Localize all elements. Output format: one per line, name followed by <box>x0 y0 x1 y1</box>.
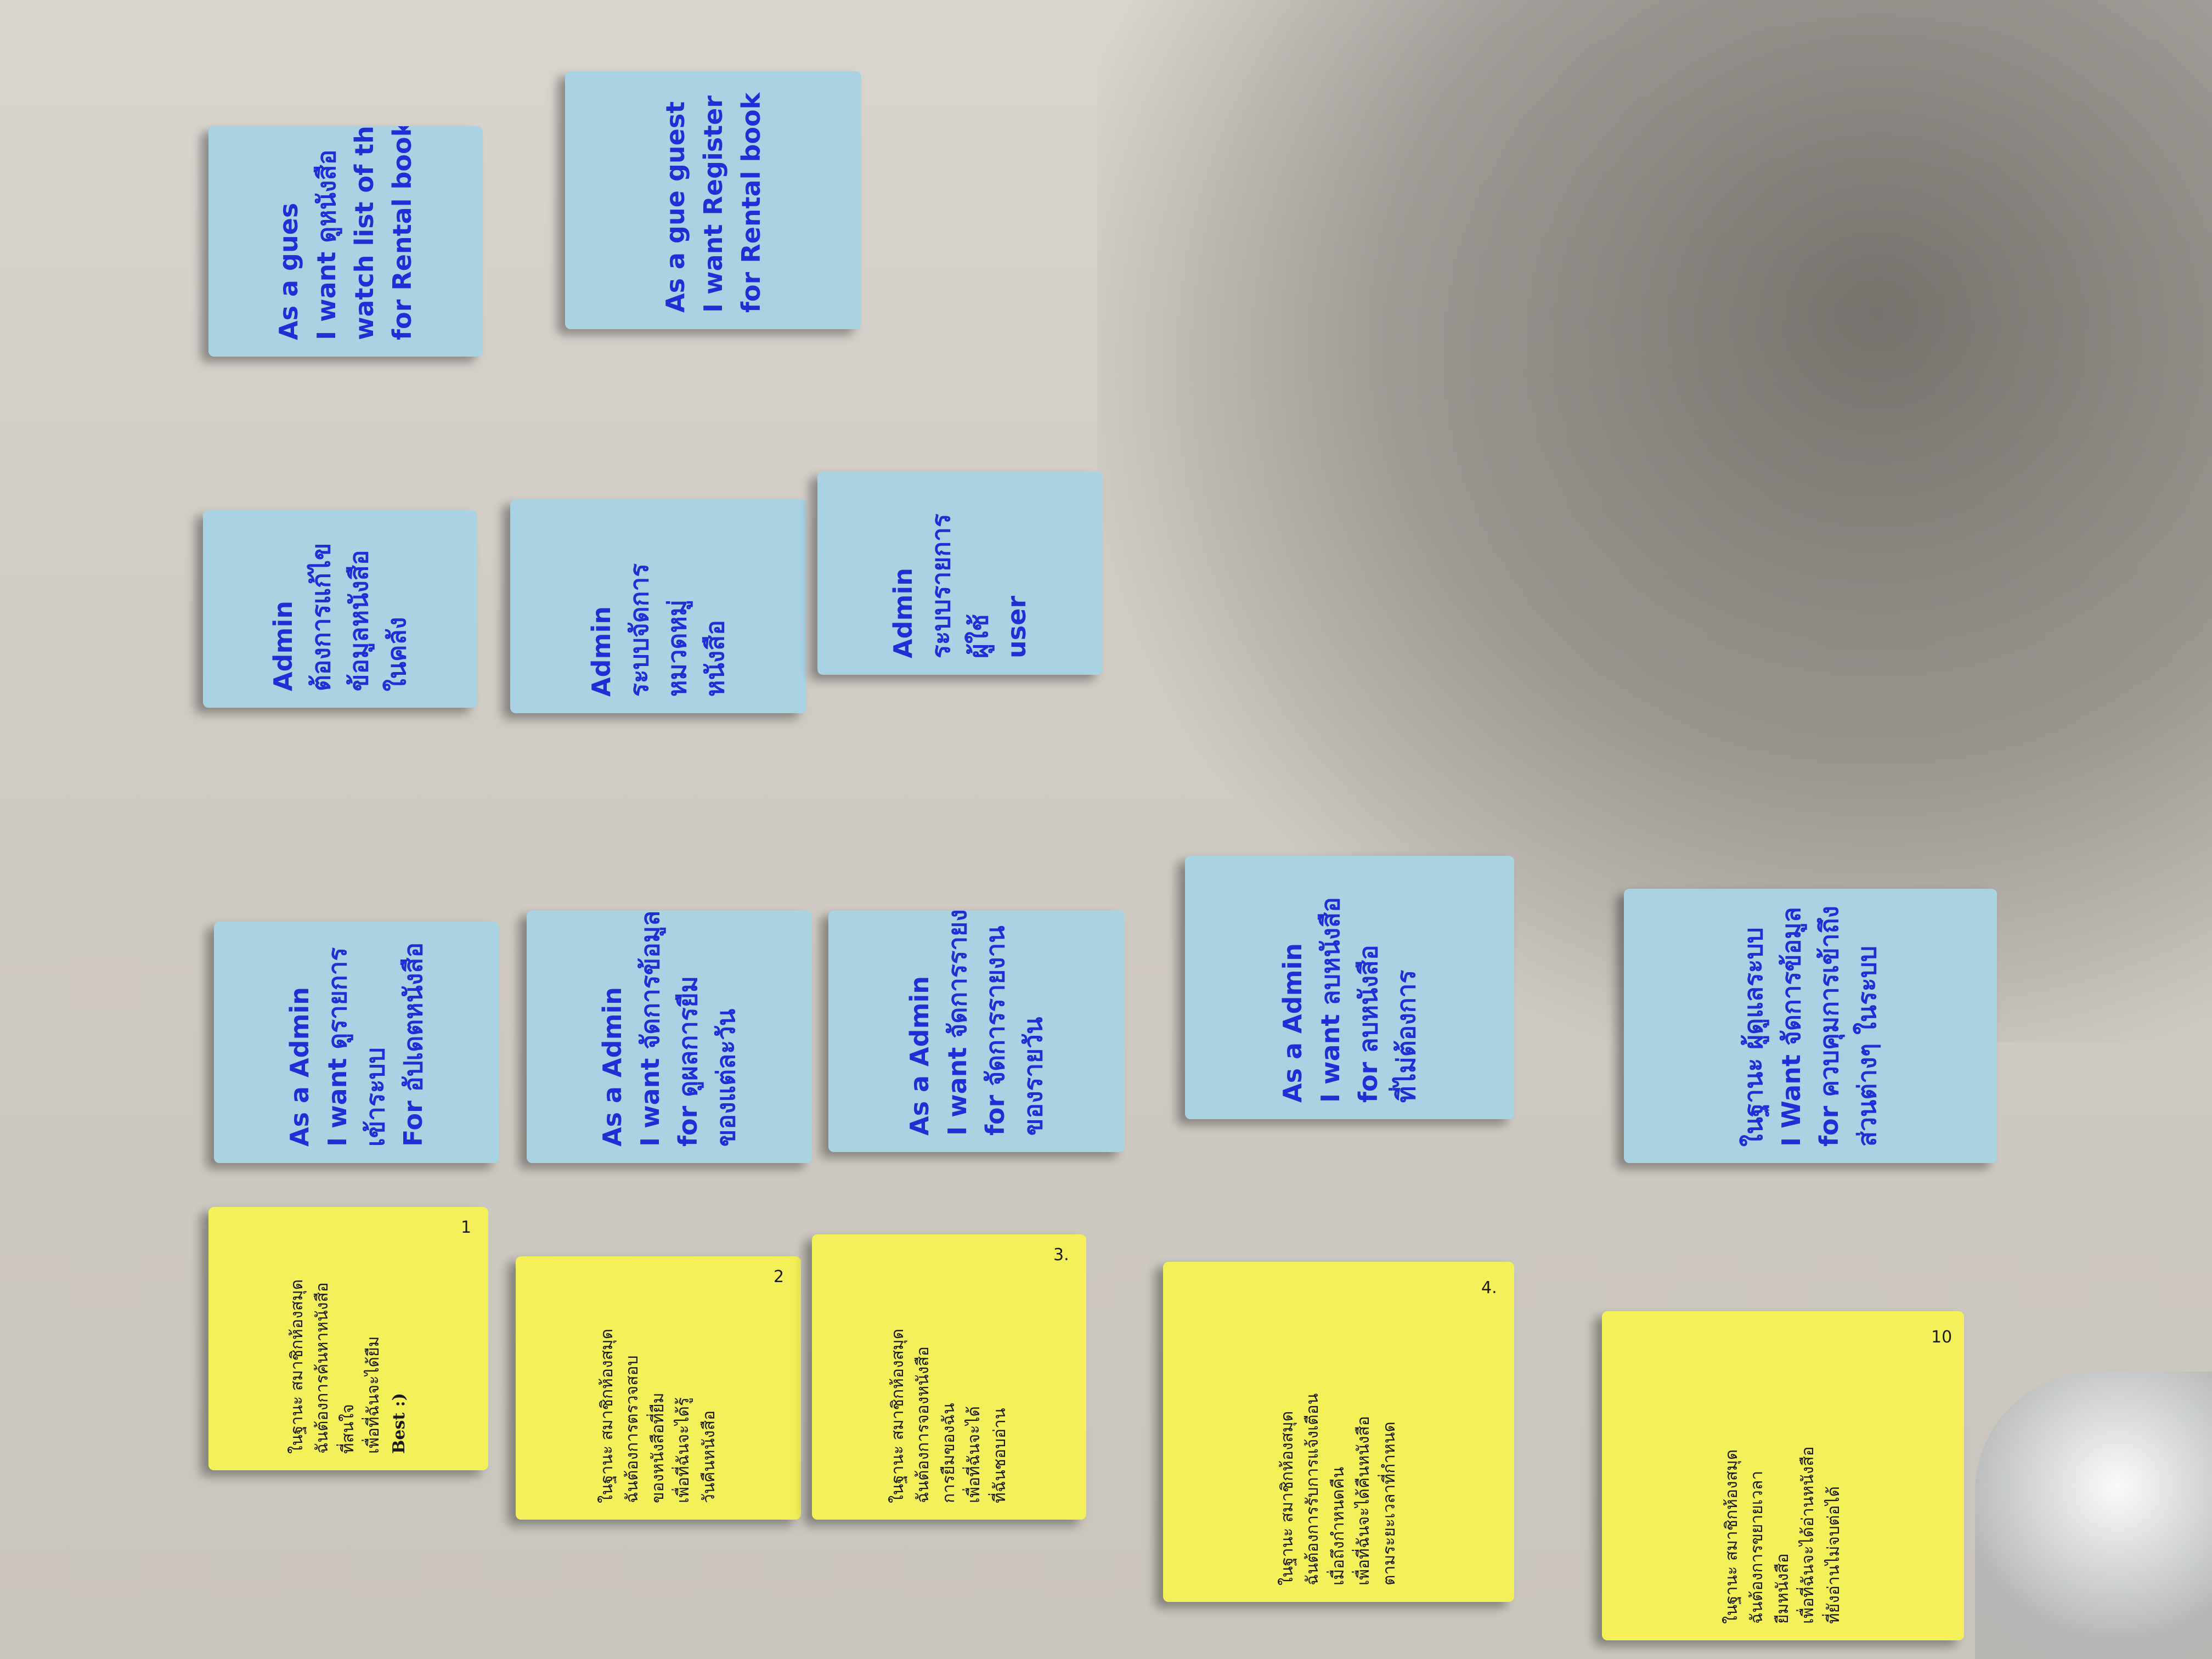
glass-bottle <box>1975 1372 2212 1659</box>
note-line: ต้องการแก้ไข <box>306 543 336 691</box>
sticky-note-admin-reports: As a Admin I want จัดการรายงาน for จัดกา… <box>828 911 1125 1152</box>
note-line: ในฐานะ สมาชิกห้องสมุด <box>287 1279 307 1454</box>
note-line: เพื่อที่ฉันจะได้ <box>964 1406 984 1503</box>
note-line: ฉันต้องการค้นหาหนังสือ <box>313 1282 332 1454</box>
note-line: ที่สนใจ <box>338 1404 358 1454</box>
note-line: วันคืนหนังสือ <box>699 1410 719 1503</box>
note-line: ในคลัง <box>382 617 411 691</box>
note-line: I Want จัดการข้อมูล <box>1776 907 1806 1147</box>
note-line: ที่ไม่ต้องการ <box>1391 969 1421 1103</box>
note-line: การยืมของฉัน <box>939 1403 958 1503</box>
note-line: Admin <box>888 568 918 658</box>
note-line: ในฐานะ ผู้ดูแลระบบ <box>1739 927 1768 1147</box>
note-line: ผู้ใช้ <box>964 614 994 658</box>
sticky-note-admin-categories: Admin ระบบจัดการ หมวดหมู่ หนังสือ <box>510 499 806 713</box>
note-line: ข้อมูลหนังสือ <box>344 550 374 691</box>
sticky-note-sysadmin-access: ในฐานะ ผู้ดูแลระบบ I Want จัดการข้อมูล f… <box>1624 889 1997 1163</box>
note-number: 1 <box>461 1218 472 1237</box>
note-line: ฉันต้องการจองหนังสือ <box>913 1346 933 1503</box>
sticky-note-admin-update-books: As a Admin I want ดูรายการ เข้าระบบ For … <box>214 922 499 1163</box>
note-line: หนังสือ <box>700 620 730 697</box>
sticky-note-member-extend: 10 ในฐานะ สมาชิกห้องสมุด ฉันต้องการขยายเ… <box>1602 1311 1964 1640</box>
note-line: I want จัดการข้อมูล <box>635 911 665 1147</box>
note-line: เพื่อที่ฉันจะได้อ่านหนังสือ <box>1798 1446 1818 1624</box>
note-line: ในฐานะ สมาชิกห้องสมุด <box>597 1328 617 1503</box>
note-line: ตามระยะเวลาที่กำหนด <box>1379 1421 1399 1585</box>
sticky-note-guest-register: As a gue guest I want Register for Renta… <box>565 71 861 329</box>
sticky-note-admin-edit-books: Admin ต้องการแก้ไข ข้อมูลหนังสือ ในคลัง <box>203 510 477 708</box>
note-line: for Rental book <box>387 126 417 340</box>
note-line: for ควบคุมการเข้าถึง <box>1814 906 1844 1147</box>
sticky-note-member-notify: 4. ในฐานะ สมาชิกห้องสมุด ฉันต้องการรับกา… <box>1163 1262 1514 1602</box>
sticky-note-member-check-loans: 2 ในฐานะ สมาชิกห้องสมุด ฉันต้องการตรวจสอ… <box>516 1256 801 1520</box>
note-line: As a Admin <box>1278 943 1307 1103</box>
note-line: for Rental book <box>736 92 766 313</box>
note-line: for จัดการรายงาน <box>980 926 1010 1136</box>
note-line: For อัปเดตหนังสือ <box>398 942 428 1147</box>
note-line: เข้าระบบ <box>360 1047 390 1147</box>
note-line: As a Admin <box>285 986 314 1147</box>
note-number: 10 <box>1931 1328 1953 1347</box>
note-line: Best :) <box>389 1393 409 1454</box>
note-line: ฉันต้องการรับการแจ้งเตือน <box>1303 1393 1323 1585</box>
note-line: ที่ยังอ่านไม่จบต่อได้ <box>1824 1486 1843 1624</box>
note-line: ส่วนต่างๆ ในระบบ <box>1852 946 1882 1147</box>
note-line: ของรายวัน <box>1018 1017 1048 1136</box>
note-line: ระบบจัดการ <box>624 563 654 697</box>
note-line: เพื่อที่ฉันจะได้รู้ <box>674 1397 693 1503</box>
note-line: ที่ฉันชอบอ่าน <box>990 1408 1009 1503</box>
note-number: 3. <box>1053 1245 1069 1265</box>
sticky-note-member-search: 1 ในฐานะ สมาชิกห้องสมุด ฉันต้องการค้นหาห… <box>208 1207 488 1470</box>
note-line: เพื่อที่ฉันจะได้คืนหนังสือ <box>1354 1416 1374 1585</box>
sticky-note-admin-delete-books: As a Admin I want ลบหนังสือ for ลบหนังสื… <box>1185 856 1514 1119</box>
note-line: for ลบหนังสือ <box>1353 945 1383 1103</box>
note-line: I want จัดการรายงาน <box>943 911 972 1136</box>
note-line: เมื่อถึงกำหนดคืน <box>1328 1466 1348 1585</box>
note-line: ฉันต้องการขยายเวลา <box>1747 1470 1767 1624</box>
note-line: Admin <box>268 601 298 691</box>
sticky-note-admin-borrow-stats: As a Admin I want จัดการข้อมูล for ดูผลก… <box>527 911 812 1163</box>
note-line: user <box>1002 595 1031 658</box>
note-number: 4. <box>1481 1278 1497 1297</box>
note-line: ในฐานะ สมาชิกห้องสมุด <box>1722 1449 1741 1624</box>
note-line: ระบบรายการ <box>926 514 956 658</box>
note-line: เพื่อที่ฉันจะได้ยืม <box>364 1336 383 1454</box>
note-line: I want Register <box>698 95 728 313</box>
note-line: ยืมหนังสือ <box>1773 1553 1792 1624</box>
note-line: I want ดูหนังสือ <box>312 149 341 340</box>
note-line: I want ดูรายการ <box>323 947 352 1147</box>
note-number: 2 <box>774 1267 785 1286</box>
sticky-note-admin-users: Admin ระบบรายการ ผู้ใช้ user <box>817 472 1103 675</box>
note-line: ของแต่ละวัน <box>711 1008 741 1147</box>
note-line: for ดูผลการยืม <box>673 976 703 1147</box>
note-line: As a Admin <box>597 986 627 1147</box>
note-line: ฉันต้องการตรวจสอบ <box>623 1355 642 1503</box>
sticky-note-guest-watchlist: As a gues I want ดูหนังสือ watch list of… <box>208 126 483 357</box>
note-line: ของหนังสือที่ยืม <box>648 1392 668 1503</box>
sticky-note-member-reserve: 3. ในฐานะ สมาชิกห้องสมุด ฉันต้องการจองหน… <box>812 1234 1086 1520</box>
note-line: As a Admin <box>905 975 934 1136</box>
note-line: As a gue guest <box>660 101 690 313</box>
note-line: หมวดหมู่ <box>662 600 692 697</box>
note-line: ในฐานะ สมาชิกห้องสมุด <box>1277 1410 1297 1585</box>
note-line: ในฐานะ สมาชิกห้องสมุด <box>888 1328 907 1503</box>
note-line: watch list of the <box>349 126 379 340</box>
note-line: I want ลบหนังสือ <box>1316 897 1345 1103</box>
note-line: Admin <box>586 606 616 697</box>
note-line: As a gues <box>274 202 303 340</box>
